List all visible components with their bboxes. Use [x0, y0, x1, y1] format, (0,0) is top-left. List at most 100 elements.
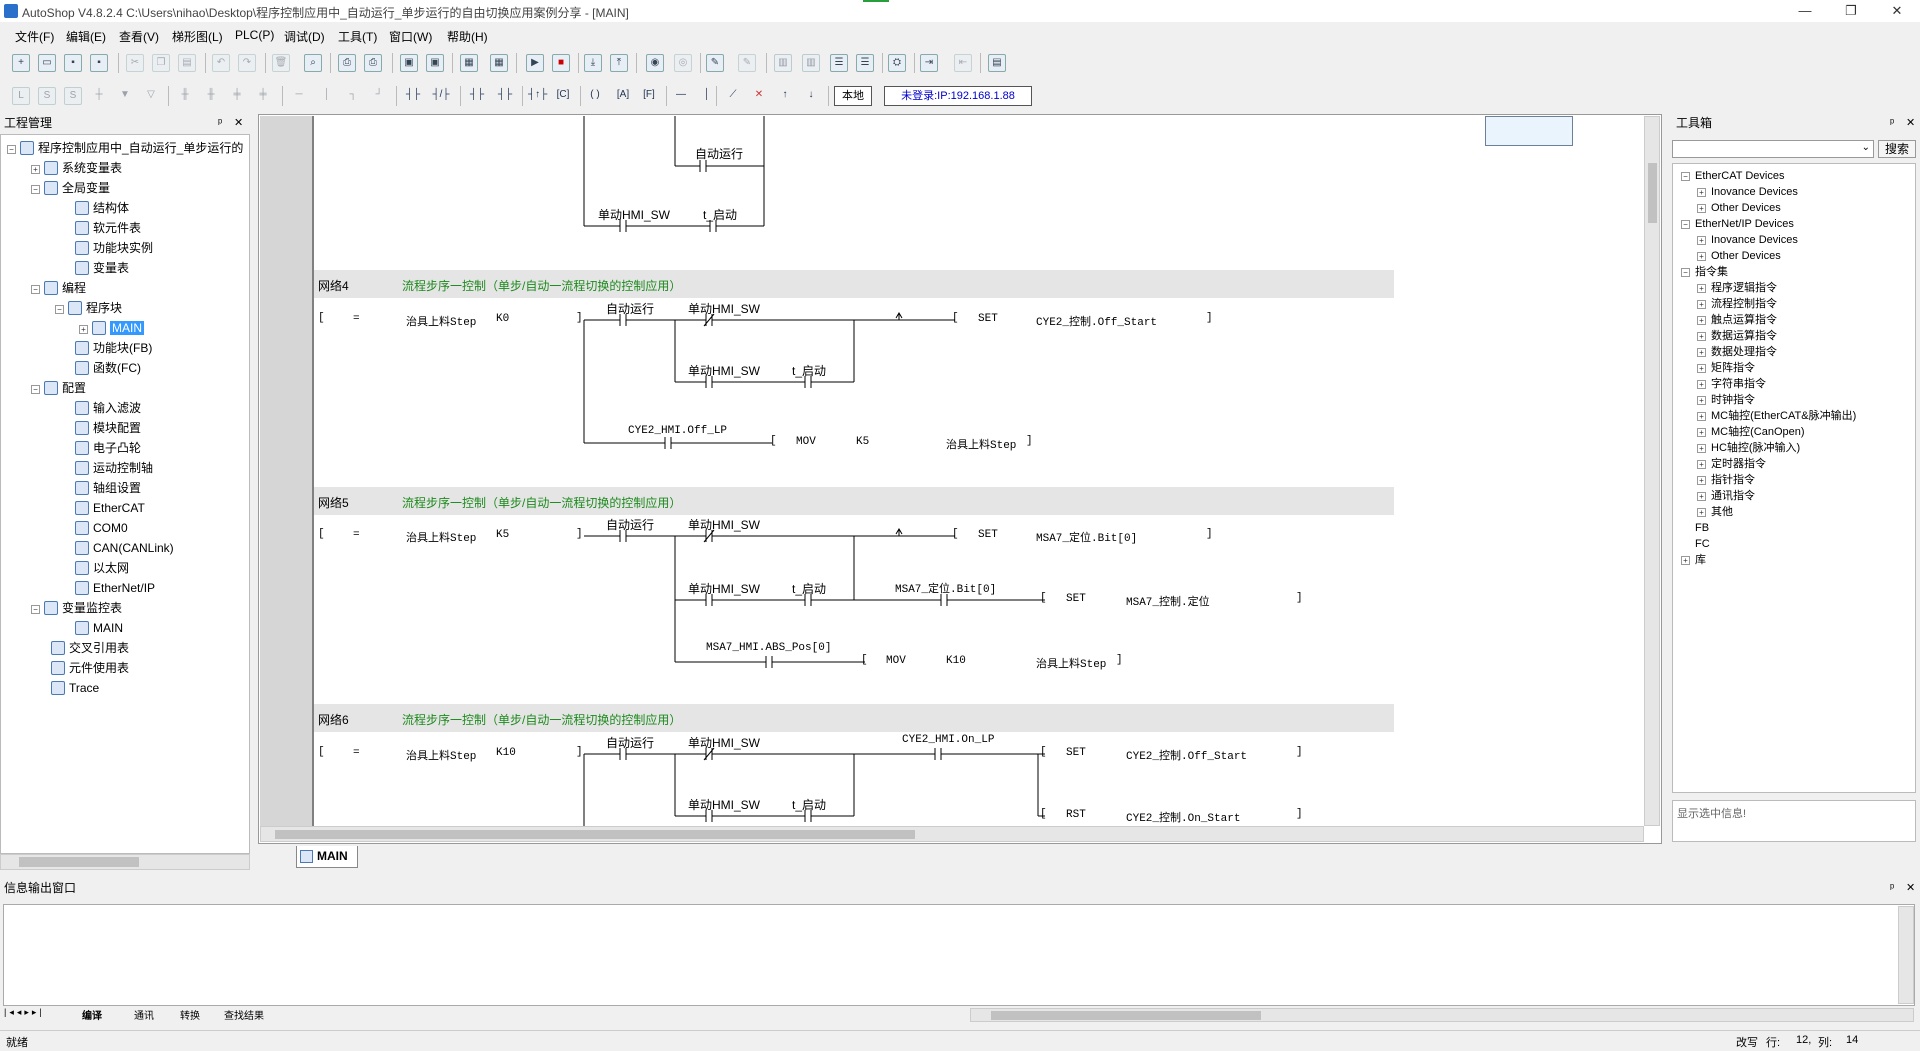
toolbox-item[interactable]: −EtherCAT Devices [1681, 168, 1784, 184]
toolbox-item[interactable]: +指针指令 [1697, 472, 1755, 488]
ladder-mode-icon[interactable]: L [12, 87, 30, 105]
toolbox-item[interactable]: +MC轴控(EtherCAT&脉冲输出) [1697, 408, 1856, 424]
close-window-button[interactable]: ✕ [1891, 3, 1903, 18]
toolbox-item[interactable]: FC [1695, 538, 1710, 550]
coil-f-icon[interactable]: [F] [643, 89, 655, 100]
tree-item-element-usage[interactable]: 元件使用表 [51, 659, 129, 677]
menu-debug[interactable]: 调试(D) [284, 30, 325, 44]
contact-nc-icon[interactable]: ┤/├ [432, 89, 450, 100]
tree-item-com0[interactable]: COM0 [75, 519, 128, 537]
compile-all-icon[interactable]: ▦ [490, 54, 508, 72]
toolbox-item[interactable]: −指令集 [1681, 264, 1728, 280]
right-pin-icon[interactable]: ᵖ [1890, 117, 1895, 129]
toolbox-item[interactable]: +字符串指令 [1697, 376, 1766, 392]
coil-a-icon[interactable]: [A] [616, 89, 630, 100]
rise-edge-icon[interactable]: ↑ [782, 89, 788, 100]
menu-view[interactable]: 查看(V) [119, 30, 159, 44]
local-button[interactable]: 本地 [834, 86, 872, 106]
window-cascade-icon[interactable]: ▣ [426, 54, 444, 72]
delete-icon[interactable]: 🗑 [272, 54, 290, 72]
right-panel-close-icon[interactable]: ✕ [1906, 117, 1916, 129]
tree-item-ethernetip[interactable]: EtherNet/IP [75, 579, 155, 597]
msg-hscroll[interactable] [970, 1008, 1914, 1022]
tree-item-module-config[interactable]: 模块配置 [75, 419, 141, 437]
menu-plc[interactable]: PLC(P) [235, 28, 275, 42]
save-icon[interactable]: ▪ [64, 54, 82, 72]
paste-icon[interactable]: ▤ [178, 54, 196, 72]
print-preview-icon[interactable]: ⎙ [338, 54, 356, 72]
print-icon[interactable]: ⎙ [364, 54, 382, 72]
toolbox-item[interactable]: +Other Devices [1697, 248, 1781, 264]
tree-item-soft-elements[interactable]: 软元件表 [75, 219, 141, 237]
tree-item-ethernet[interactable]: 以太网 [75, 559, 129, 577]
grid2-icon[interactable]: ▥ [802, 54, 820, 72]
msg-vscroll[interactable] [1898, 906, 1914, 1004]
nc-contact-icon[interactable]: ╫ [207, 89, 215, 100]
plc-icon[interactable]: ⛭ [888, 54, 906, 72]
undo-icon[interactable]: ↶ [212, 54, 230, 72]
toolbox-item[interactable]: +HC轴控(脉冲输入) [1697, 440, 1800, 456]
tree-item-crossref[interactable]: 交叉引用表 [51, 639, 129, 657]
menu-help[interactable]: 帮助(H) [447, 30, 488, 44]
tree-item-var-monitor[interactable]: −变量监控表 [31, 599, 122, 617]
tree-item-global-vars[interactable]: −全局变量 [31, 179, 110, 197]
toolbox-search-input[interactable]: ⌄ [1672, 140, 1874, 158]
tree-item-can[interactable]: CAN(CANLink) [75, 539, 174, 557]
tree-item-trace[interactable]: Trace [51, 679, 99, 697]
toolbox-item[interactable]: FB [1695, 522, 1710, 534]
login-status-button[interactable]: 未登录:IP:192.168.1.88 [884, 86, 1032, 106]
window-icon[interactable]: ▣ [400, 54, 418, 72]
tree-item-project[interactable]: −程序控制应用中_自动运行_单步运行的 [7, 139, 243, 157]
coil-c-icon[interactable]: [C] [556, 89, 570, 100]
menu-window[interactable]: 窗口(W) [389, 30, 433, 44]
parallel-no-icon[interactable]: ┤├ [469, 89, 485, 100]
msg-tab-nav[interactable]: |◂◂▸▸| [4, 1007, 45, 1017]
upload-icon[interactable]: ⤒ [610, 54, 628, 72]
toolbox-item[interactable]: +触点运算指令 [1697, 312, 1777, 328]
delete-row-icon[interactable]: ☰ [856, 54, 874, 72]
no-contact-icon[interactable]: ╫ [181, 89, 189, 100]
toolbox-item[interactable]: +Inovance Devices [1697, 232, 1798, 248]
tree-item-system-vars[interactable]: +系统变量表 [31, 159, 122, 177]
toolbox-item[interactable]: +Inovance Devices [1697, 184, 1798, 200]
parallel-icon[interactable]: ╪ [233, 89, 241, 100]
run-icon[interactable]: ▶ [526, 54, 544, 72]
pulse-icon[interactable]: ┤↑├ [528, 89, 548, 100]
download-icon[interactable]: ⤓ [584, 54, 602, 72]
msg-tab-convert[interactable]: 转换 [180, 1011, 200, 1022]
toolbox-item[interactable]: +定时器指令 [1697, 456, 1766, 472]
down-arrow-icon[interactable]: ▼ [120, 89, 130, 100]
toolbox-item[interactable]: +其他 [1697, 504, 1733, 520]
msg-tab-find[interactable]: 查找结果 [224, 1011, 264, 1022]
vline-draw-icon[interactable]: │ [703, 89, 711, 100]
editor-vscroll[interactable] [1644, 116, 1660, 826]
menu-edit[interactable]: 编辑(E) [66, 30, 106, 44]
tree-item-main[interactable]: +MAIN [79, 319, 144, 337]
tree-item-struct[interactable]: 结构体 [75, 199, 129, 217]
toolbox-item[interactable]: +库 [1681, 552, 1706, 568]
fall-edge-icon[interactable]: ↓ [808, 89, 814, 100]
msg-tab-comm[interactable]: 通讯 [134, 1011, 154, 1022]
save-all-icon[interactable]: ▪ [90, 54, 108, 72]
toolbox-item[interactable]: +Other Devices [1697, 200, 1781, 216]
message-output[interactable] [3, 904, 1915, 1006]
left-panel-close-icon[interactable]: ✕ [234, 117, 244, 129]
contact-no-icon[interactable]: ┤├ [405, 89, 421, 100]
logout-icon[interactable]: ⇤ [954, 54, 972, 72]
toolbox-item[interactable]: +程序逻辑指令 [1697, 280, 1777, 296]
tree-item-config[interactable]: −配置 [31, 379, 86, 397]
panel-icon[interactable]: ▤ [988, 54, 1006, 72]
toolbox-item[interactable]: −EtherNet/IP Devices [1681, 216, 1794, 232]
sfc-mode-icon[interactable]: S [38, 87, 56, 105]
compile-icon[interactable]: ▦ [460, 54, 478, 72]
open-icon[interactable]: ▭ [38, 54, 56, 72]
coil-icon[interactable]: ( ) [590, 89, 600, 100]
tree-item-monitor-main[interactable]: MAIN [75, 619, 123, 637]
tree-item-var-table[interactable]: 变量表 [75, 259, 129, 277]
toolbox-item[interactable]: +时钟指令 [1697, 392, 1755, 408]
parallel2-icon[interactable]: ╪ [259, 89, 267, 100]
st-mode-icon[interactable]: S [64, 87, 82, 105]
menu-tools[interactable]: 工具(T) [338, 30, 378, 44]
cut-icon[interactable]: ✂ [126, 54, 144, 72]
pin-icon[interactable]: ᵖ [218, 117, 223, 129]
